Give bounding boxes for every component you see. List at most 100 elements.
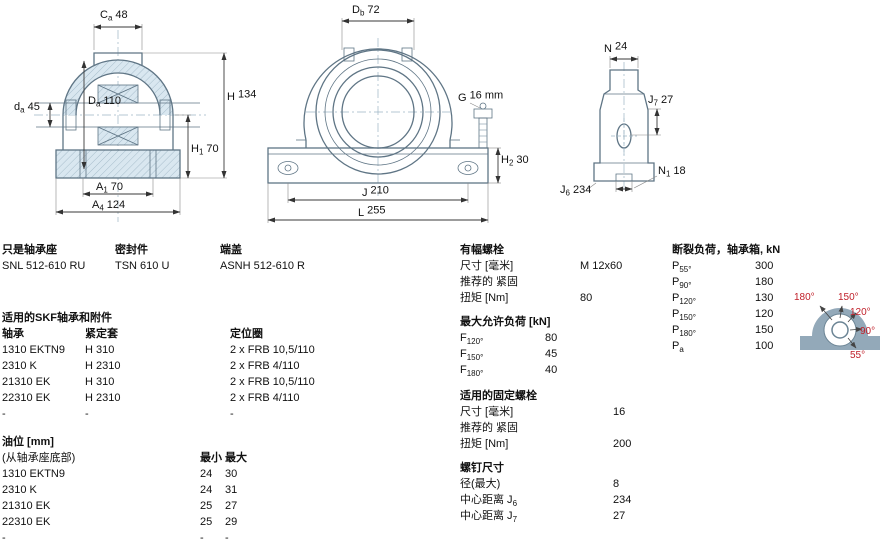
spec-row: 尺寸 [毫米] 16	[460, 404, 680, 420]
spec-label: 中心距离 J7	[460, 510, 518, 525]
spec-value: 200	[613, 438, 632, 450]
cell: H 2310	[85, 392, 121, 404]
housing-only-value: SNL 512-610 RU	[2, 260, 86, 272]
col-bearing: 轴承	[2, 328, 24, 340]
end-cover-block: 端盖 ASNH 512-610 R	[220, 242, 305, 274]
load-value: 120	[755, 308, 774, 320]
cell: 2 x FRB 4/110	[230, 392, 300, 404]
table-row: 21310 EK 25 27	[2, 498, 282, 514]
oil-subtitle: (从轴承座底部)	[2, 452, 76, 464]
table-row: 2310 K H 2310 2 x FRB 4/110	[2, 358, 422, 374]
cell: 25	[200, 500, 213, 512]
cell: 22310 EK	[2, 516, 51, 528]
load-value: 180	[755, 276, 774, 288]
breaking-load-title: 断裂负荷，轴承箱, kN	[672, 244, 781, 256]
spec-row: 扭矩 [Nm] 80	[460, 290, 660, 306]
load-angle-arrows	[819, 305, 863, 349]
cell: -	[2, 532, 6, 544]
cell: 21310 EK	[2, 376, 51, 388]
cap-bolts-block: 有幅螺栓 尺寸 [毫米] M 12x60 推荐的 紧固 扭矩 [Nm] 80	[460, 242, 660, 306]
spec-row: 推荐的 紧固	[460, 420, 680, 436]
cell: -	[230, 408, 234, 420]
load-row: P180° 150	[672, 322, 852, 338]
cap-bolts-title: 有幅螺栓	[460, 244, 504, 256]
bearings-table: 适用的SKF轴承和附件 轴承 紧定套 定位圈 1310 EKTN9 H 310 …	[2, 310, 422, 422]
load-row: P90° 180	[672, 274, 852, 290]
load-value: 100	[755, 340, 774, 352]
seals-title: 密封件	[115, 244, 148, 256]
angle-label-180: 180°	[794, 292, 815, 303]
spec-value: 27	[613, 510, 626, 522]
load-value: 150	[755, 324, 774, 336]
load-row: F120° 80	[460, 330, 660, 346]
angle-label-150: 150°	[838, 292, 859, 303]
load-label: P150°	[672, 308, 696, 323]
bearings-header-row: 轴承 紧定套 定位圈	[2, 326, 422, 342]
table-row: - - -	[2, 530, 282, 546]
oil-title: 油位 [mm]	[2, 436, 54, 448]
spec-row: 尺寸 [毫米] M 12x60	[460, 258, 660, 274]
cell: 21310 EK	[2, 500, 51, 512]
housing-only-title: 只是轴承座	[2, 244, 57, 256]
cell: 25	[200, 516, 213, 528]
end-dimensions	[587, 56, 661, 192]
spec-row: 推荐的 紧固	[460, 274, 660, 290]
load-direction-diagram: 180° 150° 120° 90° 55°	[794, 292, 880, 361]
spec-label: 径(最大)	[460, 478, 501, 490]
load-label: P90°	[672, 276, 692, 291]
bearing-section	[97, 84, 139, 146]
housing-only-block: 只是轴承座 SNL 512-610 RU	[2, 242, 85, 274]
cell: -	[200, 532, 204, 544]
load-row: P120° 130	[672, 290, 852, 306]
col-min: 最小	[200, 452, 222, 464]
grease-fitting	[469, 102, 493, 149]
spec-row: 径(最大) 8	[460, 476, 680, 492]
load-row: F150° 45	[460, 346, 660, 362]
load-value: 45	[545, 348, 558, 360]
cell: 29	[225, 516, 238, 528]
spec-value: 234	[613, 494, 632, 506]
angle-label-90: 90°	[860, 326, 875, 337]
end-cover-value: ASNH 512-610 R	[220, 260, 305, 272]
cell: H 2310	[85, 360, 121, 372]
angle-label-55: 55°	[850, 350, 865, 361]
load-value: 80	[545, 332, 558, 344]
table-row: 21310 EK H 310 2 x FRB 10,5/110	[2, 374, 422, 390]
load-row: P150° 120	[672, 306, 852, 322]
table-row: 22310 EK 25 29	[2, 514, 282, 530]
fixing-bolts-block: 适用的固定螺栓 尺寸 [毫米] 16 推荐的 紧固 扭矩 [Nm] 200	[460, 388, 680, 452]
cell: 2310 K	[2, 360, 37, 372]
cell: 31	[225, 484, 238, 496]
spec-value: 16	[613, 406, 626, 418]
spec-label: 扭矩 [Nm]	[460, 438, 509, 450]
cell: 2310 K	[2, 484, 37, 496]
load-label: P120°	[672, 292, 696, 307]
bearings-title: 适用的SKF轴承和附件	[2, 312, 112, 324]
seals-value: TSN 610 U	[115, 260, 170, 272]
load-label: Pa	[672, 340, 684, 355]
front-dimensions	[47, 24, 227, 215]
spec-row: 扭矩 [Nm] 200	[460, 436, 680, 452]
spec-value: 8	[613, 478, 620, 490]
load-value: 130	[755, 292, 774, 304]
load-value: 300	[755, 260, 774, 272]
cell: H 310	[85, 344, 115, 356]
spec-value: M 12x60	[580, 260, 623, 272]
breaking-load-block: 断裂负荷，轴承箱, kN P55° 300 P90° 180 P120° 130…	[672, 242, 852, 354]
spec-label: 中心距离 J6	[460, 494, 518, 509]
cell: 2 x FRB 10,5/110	[230, 344, 315, 356]
cell: -	[225, 532, 229, 544]
spec-label: 尺寸 [毫米]	[460, 260, 514, 272]
fixing-bolts-title: 适用的固定螺栓	[460, 390, 537, 402]
